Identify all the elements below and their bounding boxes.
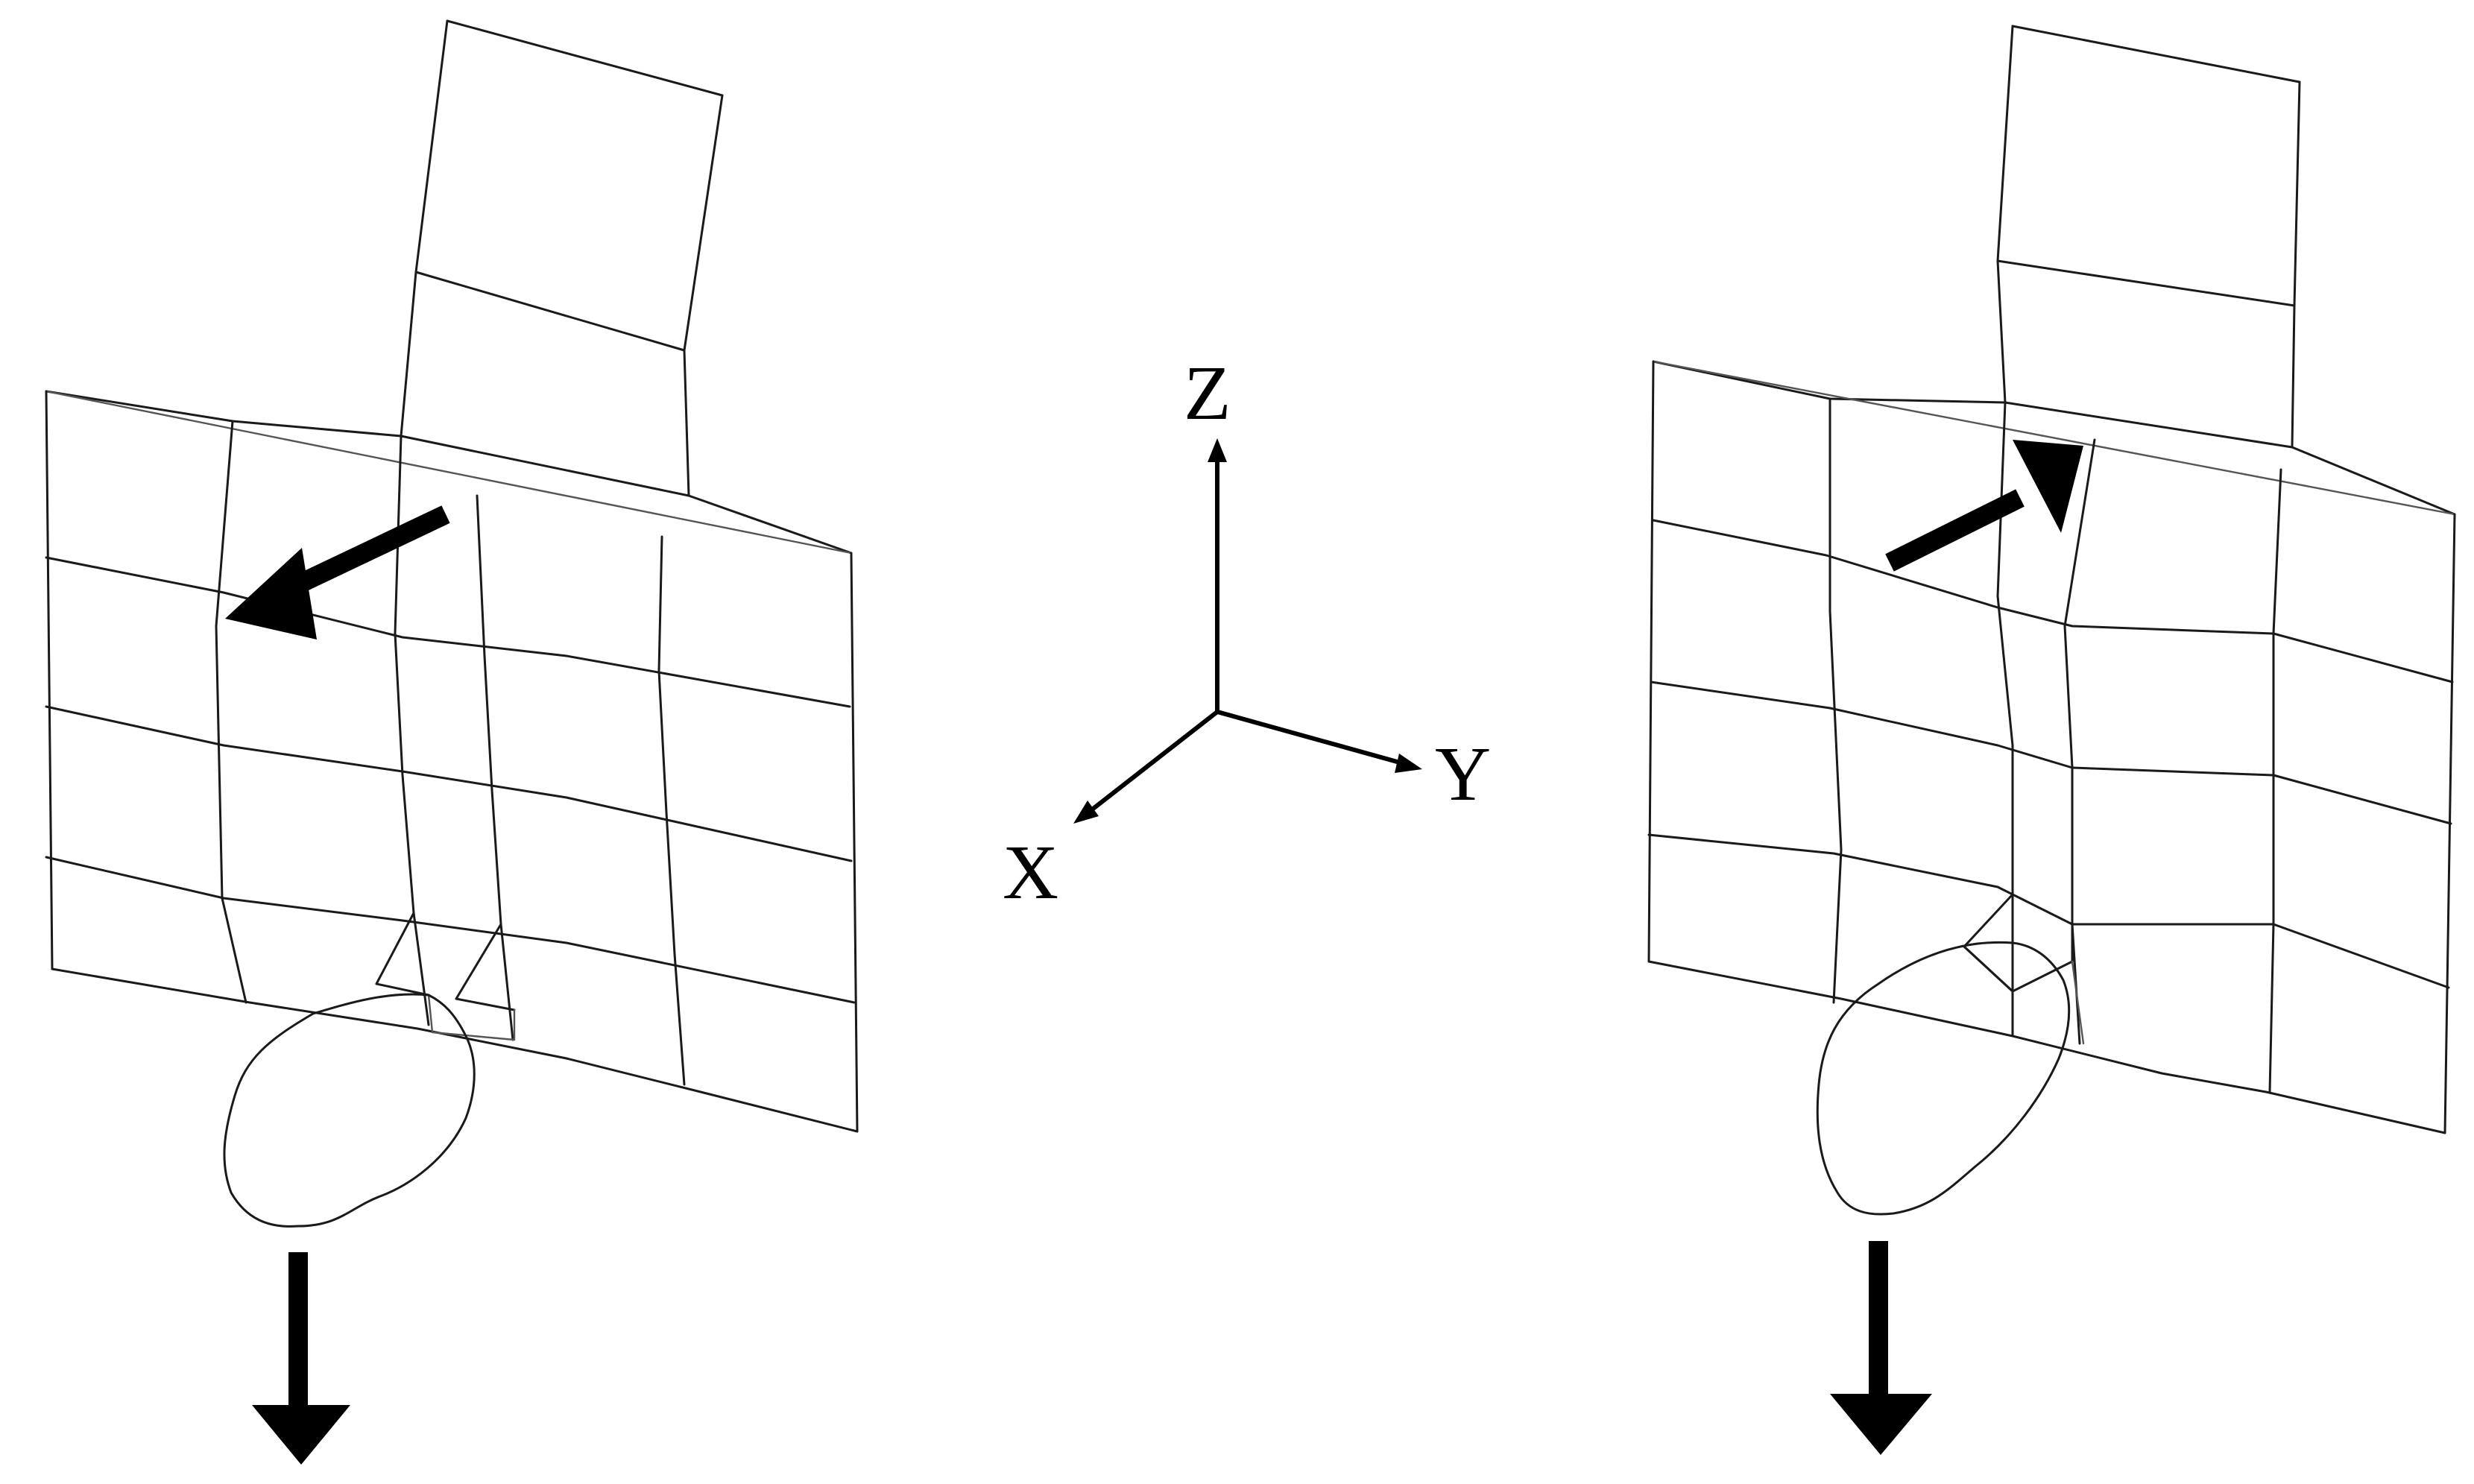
left-lateral-load-arrow xyxy=(225,505,450,640)
x-axis-line xyxy=(1087,710,1219,815)
x-axis-arrowhead xyxy=(1073,801,1099,824)
coordinate-axes: Z Y X xyxy=(1003,350,1491,915)
y-axis-label: Y xyxy=(1435,731,1491,817)
right-lateral-load-arrow xyxy=(1885,440,2083,572)
x-axis-label: X xyxy=(1003,830,1058,915)
left-bulb-outline xyxy=(223,993,476,1228)
left-mesh-model xyxy=(45,19,859,1228)
right-plate-grid-columns xyxy=(1828,397,2282,1093)
left-junction-detail xyxy=(375,912,516,1041)
z-axis-arrowhead xyxy=(1208,438,1227,462)
left-plate-grid-rows xyxy=(45,556,856,1004)
right-downward-load-arrow xyxy=(1830,1241,1932,1455)
right-plate-grid-rows xyxy=(1647,519,2454,989)
right-junction-detail xyxy=(1963,893,2085,1045)
left-plate-outline xyxy=(45,390,859,1133)
left-upper-tube xyxy=(400,19,724,497)
right-mesh-model xyxy=(1647,25,2456,1216)
left-plate-grid-columns xyxy=(215,420,686,1086)
y-axis-arrowhead xyxy=(1395,754,1422,773)
right-bulb-outline xyxy=(1816,941,2071,1216)
y-axis-line xyxy=(1217,710,1406,766)
right-upper-tube xyxy=(1996,25,2301,449)
left-downward-load-arrow xyxy=(252,1252,350,1465)
z-axis-label: Z xyxy=(1184,350,1231,436)
